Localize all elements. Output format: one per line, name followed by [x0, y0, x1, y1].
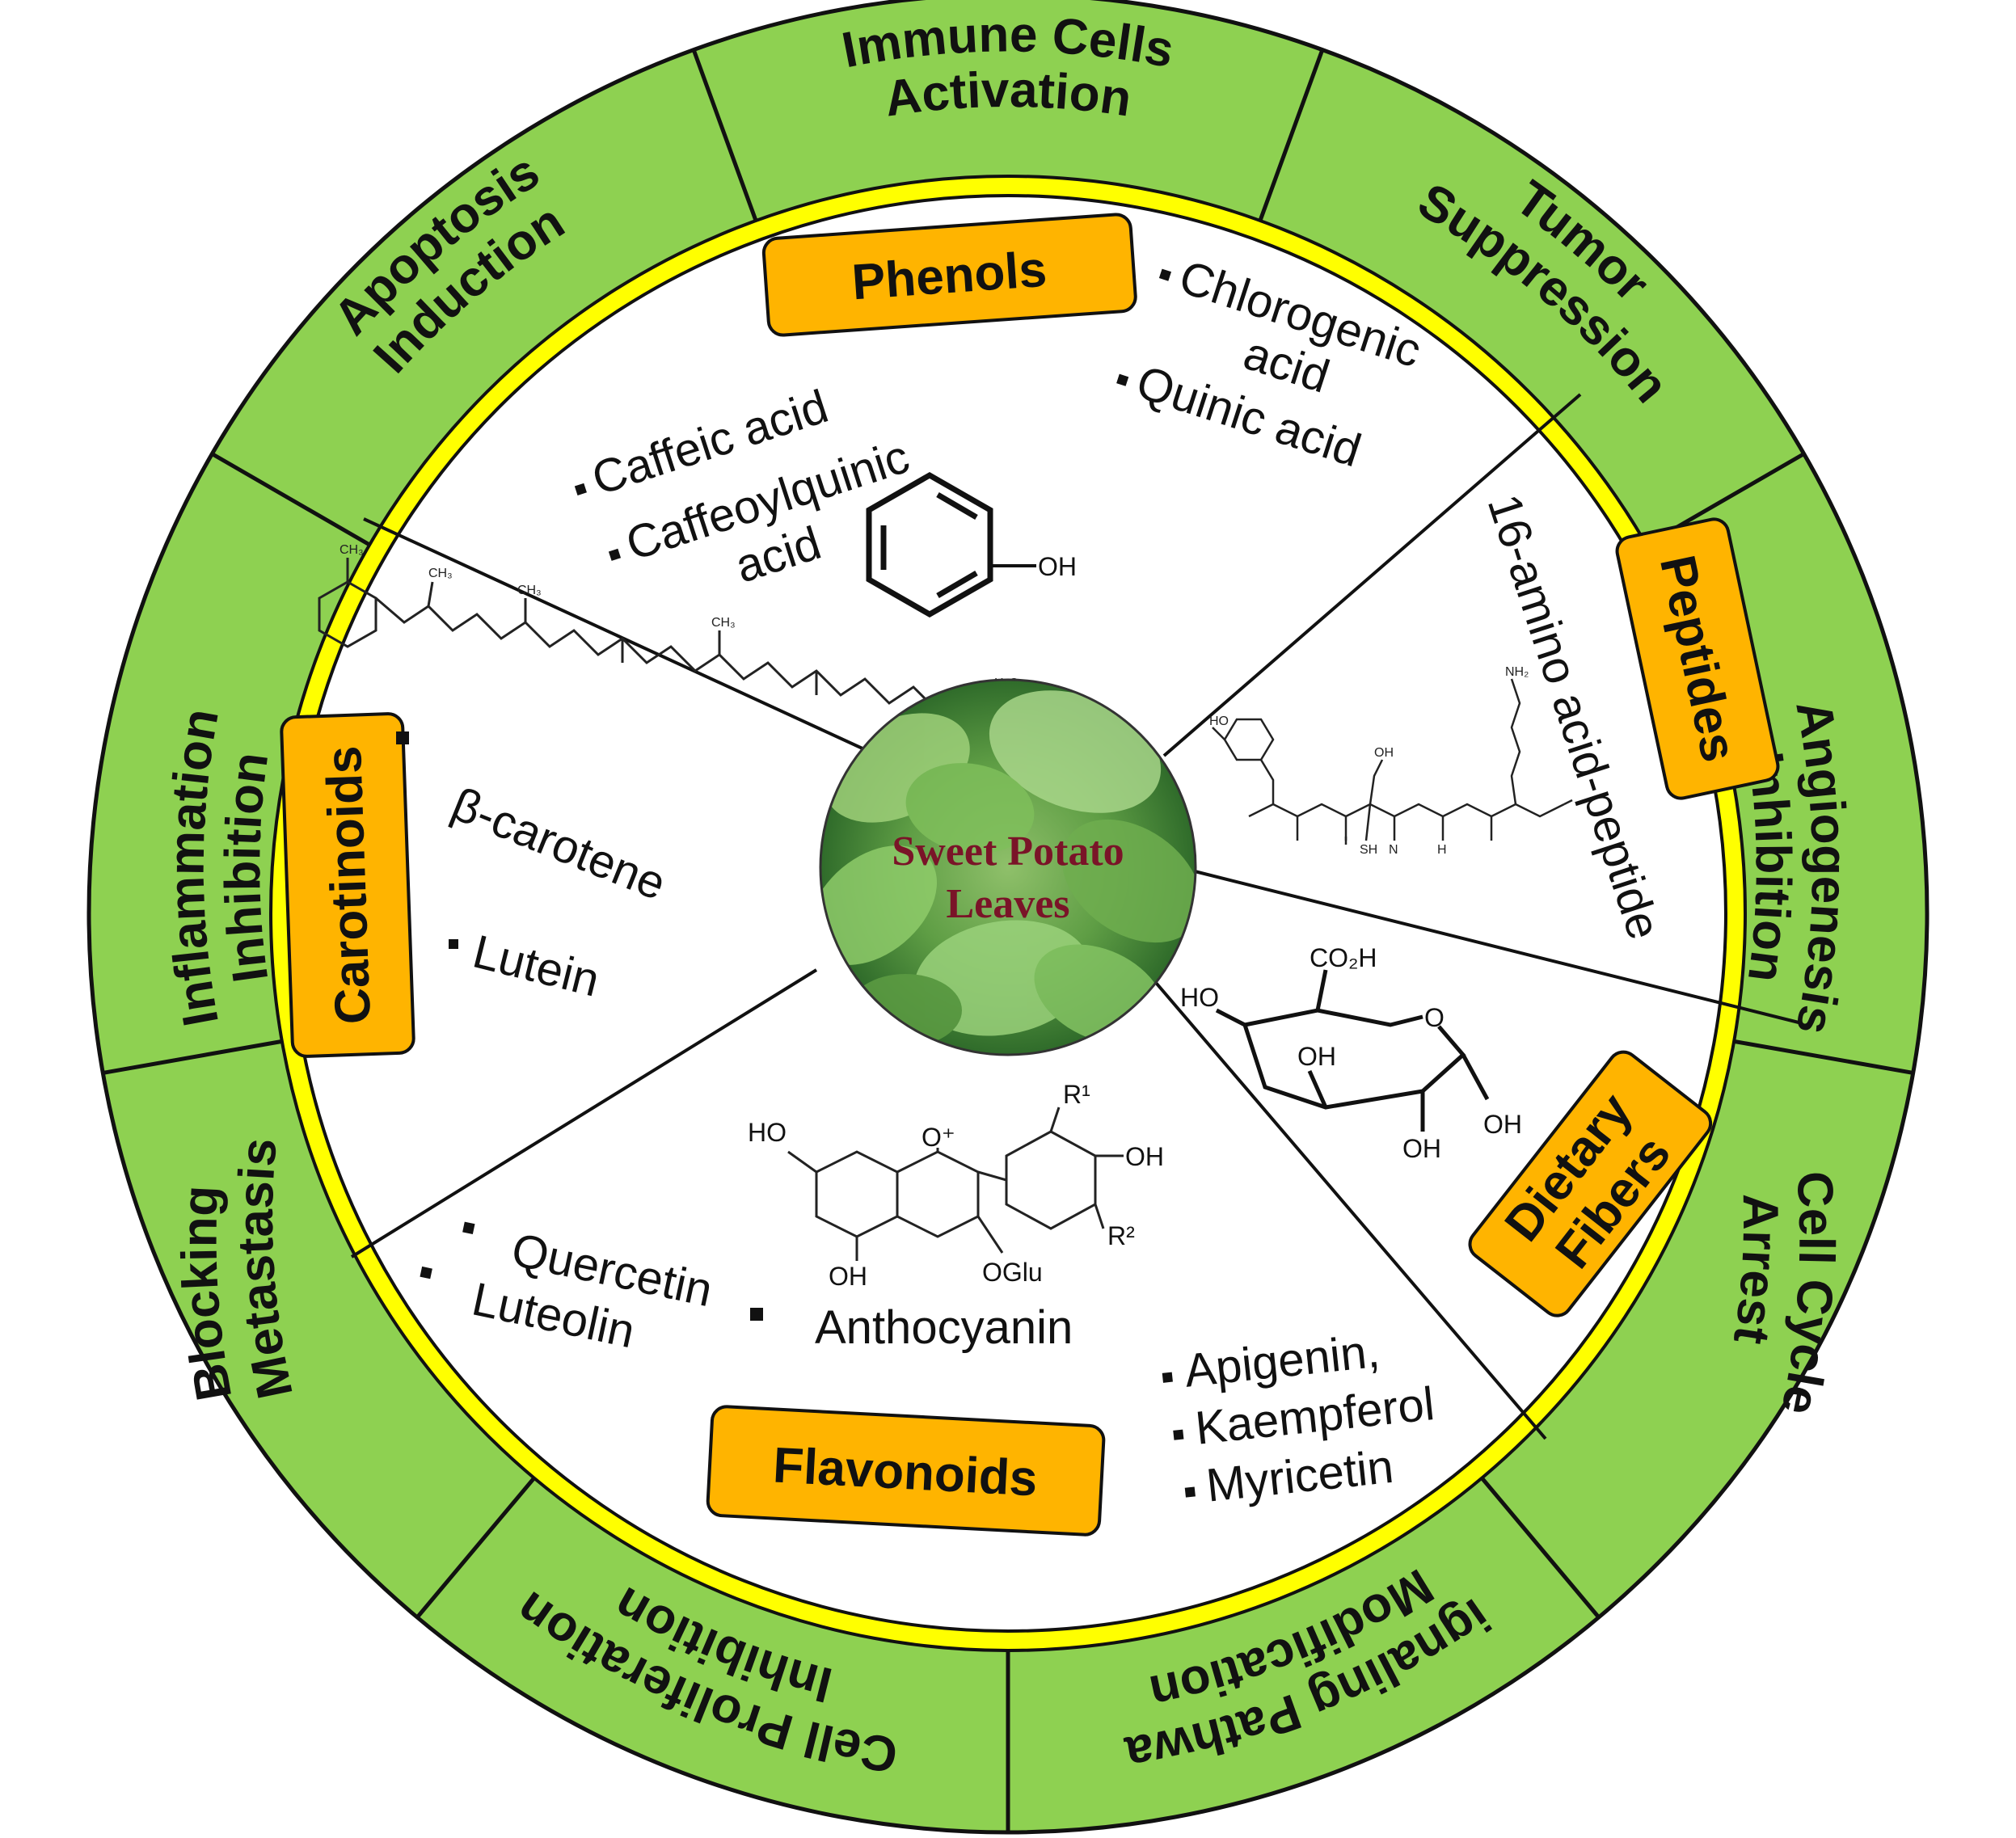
peptide-n: N: [1389, 843, 1398, 857]
bullet: [462, 1221, 475, 1235]
fiber-oh-2: OH: [1402, 1134, 1441, 1163]
phenol-structure: [866, 471, 1036, 618]
carotene-ch3-1: CH₃: [340, 543, 364, 557]
ring-label-angiogenesis-2: Inhibition: [1737, 748, 1801, 985]
antho-o-plus: O⁺: [922, 1123, 955, 1152]
tag-flavonoids-label: Flavonoids: [772, 1437, 1039, 1507]
bullet: [1162, 1372, 1173, 1383]
tag-flavonoids: Flavonoids: [706, 1405, 1106, 1537]
bullet: [750, 1308, 763, 1321]
tag-carotinoids-label: Carotinoids: [316, 745, 382, 1026]
fiber-oh-3: OH: [1483, 1110, 1522, 1139]
fiber-oh-1: OH: [1297, 1042, 1336, 1071]
bullet: [1116, 373, 1129, 386]
ring-label-immune-2: Activation: [881, 62, 1135, 128]
bullet: [420, 1266, 432, 1279]
antho-oglu: OGlu: [982, 1258, 1043, 1287]
peptide-structure: [1212, 678, 1573, 845]
bullet: [1184, 1486, 1196, 1498]
fiber-ho: HO: [1180, 983, 1219, 1012]
antho-oh-2: OH: [829, 1262, 867, 1291]
center-title-line1: Sweet Potato: [892, 828, 1124, 875]
bullet: [396, 731, 409, 744]
bullet: [449, 939, 458, 949]
peptide-nh2: NH₂: [1505, 665, 1529, 679]
compound-anthocyanin: Anthocyanin: [815, 1301, 1073, 1354]
glucuronic-structure: [1215, 969, 1490, 1132]
bullet: [1158, 268, 1172, 281]
peptide-h: H: [1437, 843, 1447, 857]
antho-r1: R¹: [1063, 1080, 1090, 1109]
fiber-o: O: [1424, 1003, 1445, 1032]
ring-label-cell-cycle-2: Arrest: [1723, 1194, 1788, 1348]
antho-r2: R²: [1107, 1221, 1135, 1250]
tag-dietary-fibers: Dietary Fibers: [1468, 1050, 1713, 1317]
ring-dividers: [102, 48, 1914, 1832]
antho-ho: HO: [748, 1118, 787, 1147]
antho-oh: OH: [1125, 1142, 1164, 1171]
anthocyanin-structure: [787, 1107, 1124, 1261]
fiber-co2h: CO₂H: [1310, 943, 1377, 972]
sector-dividers: [350, 393, 1799, 1440]
tag-phenols-label: Phenols: [850, 242, 1048, 311]
carotene-ch3-3: CH₃: [517, 584, 542, 597]
peptide-oh: OH: [1374, 746, 1394, 760]
ring-label-inflammation-2: Inhibition: [215, 749, 279, 986]
tag-carotinoids: Carotinoids: [280, 712, 415, 1058]
tag-phenols: Phenols: [761, 213, 1137, 337]
carotene-ch3-2: CH₃: [428, 567, 453, 580]
center-title-line2: Leaves: [946, 881, 1069, 927]
bullet: [1173, 1429, 1184, 1440]
bullet: [574, 483, 587, 495]
phenol-oh-label: OH: [1038, 552, 1077, 581]
tag-peptides: Peptides: [1615, 517, 1780, 800]
peptide-sh: SH: [1360, 843, 1377, 857]
bullet: [608, 548, 622, 561]
peptide-ho: HO: [1209, 715, 1229, 728]
carotene-ch3-4: CH₃: [711, 616, 736, 630]
